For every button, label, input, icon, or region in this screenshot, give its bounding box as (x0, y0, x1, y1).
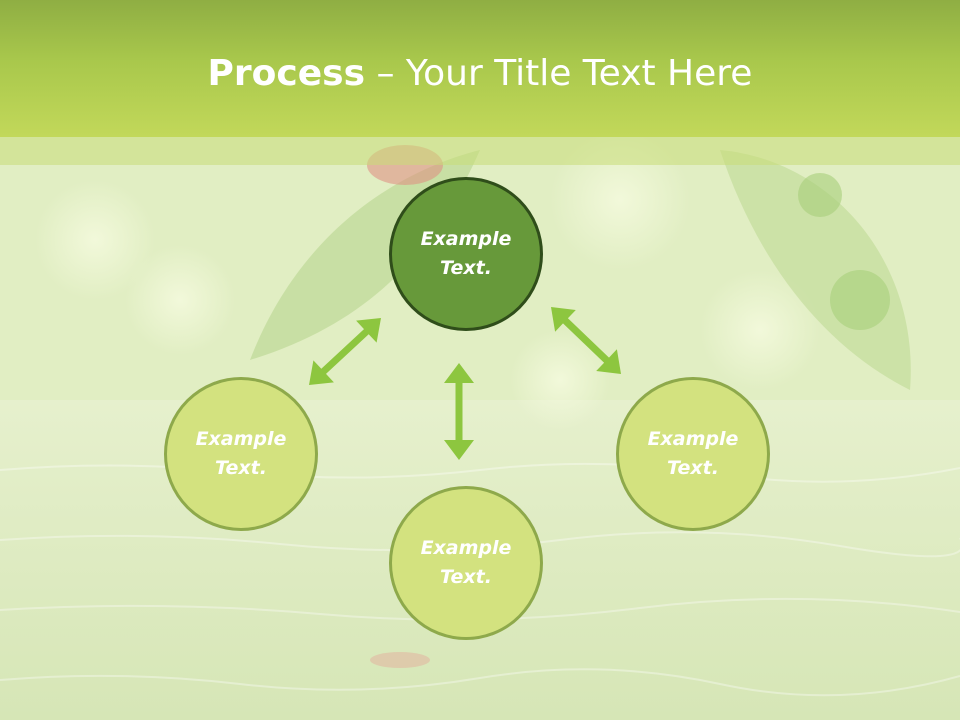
arrow-center-left (309, 318, 381, 385)
bottom-node-text: Example Text. (420, 537, 512, 588)
bottom-node: Example Text. (389, 486, 543, 640)
center-node: Example Text. (389, 177, 543, 331)
title-rest: – Your Title Text Here (365, 53, 753, 94)
slide-title: Process – Your Title Text Here (0, 52, 960, 96)
left-node-text: Example Text. (195, 428, 287, 479)
right-node: Example Text. (616, 377, 770, 531)
center-node-text: Example Text. (420, 228, 512, 279)
left-node: Example Text. (164, 377, 318, 531)
arrow-center-bottom (444, 363, 474, 460)
right-node-text: Example Text. (647, 428, 739, 479)
title-bar (0, 0, 960, 137)
title-bold: Process (207, 53, 366, 94)
arrow-center-right (551, 307, 621, 374)
title-strip (0, 137, 960, 165)
